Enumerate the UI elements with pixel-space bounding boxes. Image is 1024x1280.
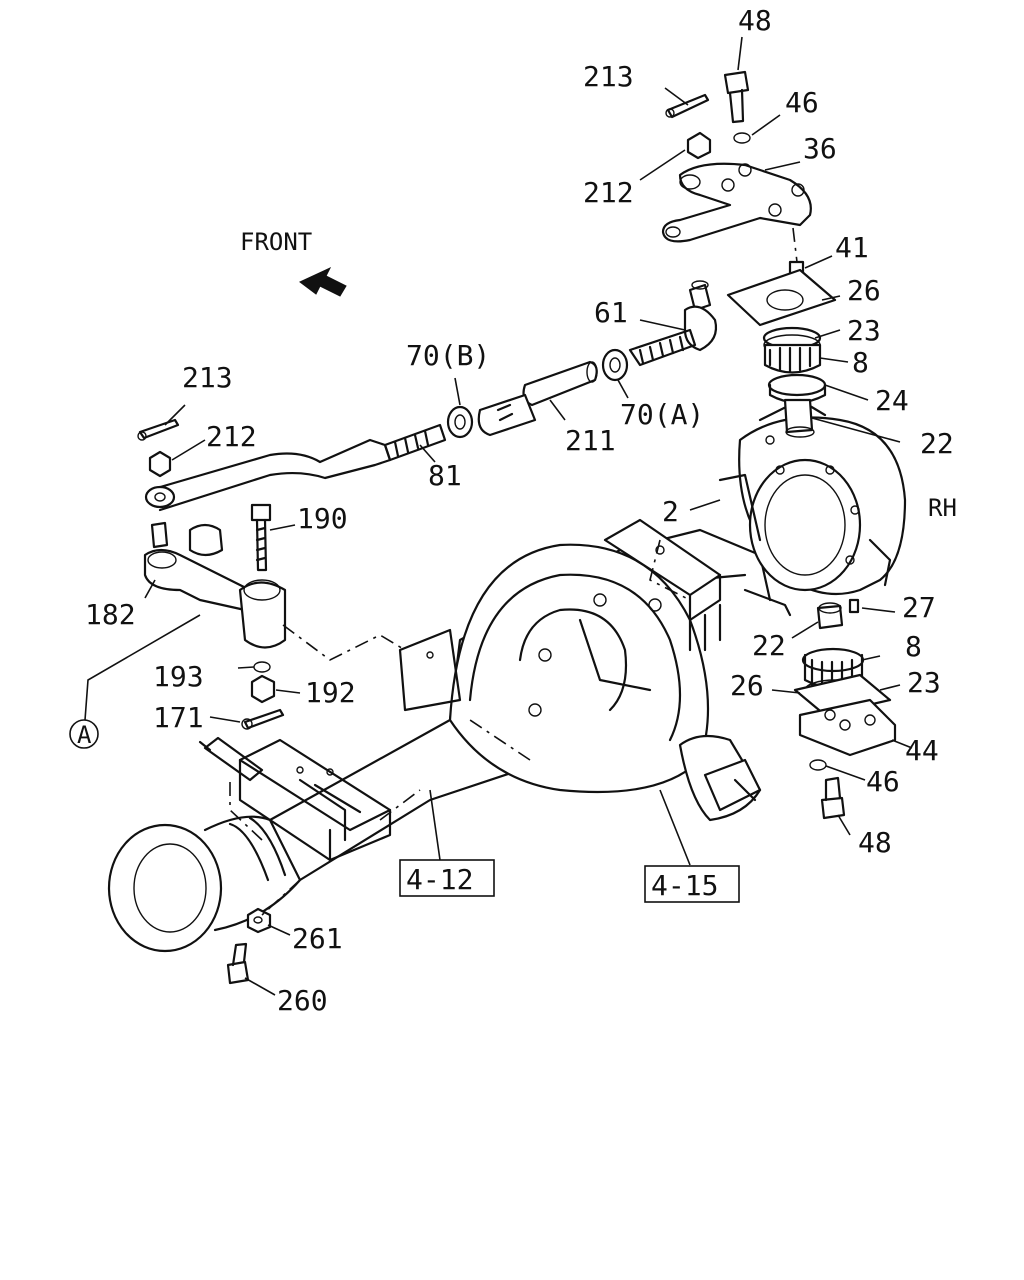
reference-box-4-12[interactable]: 4-12 xyxy=(399,859,495,897)
callout-36: 36 xyxy=(803,132,837,165)
callout-41: 41 xyxy=(835,231,869,264)
front-arrow-icon xyxy=(299,266,347,297)
callout-48-bottom: 48 xyxy=(858,826,892,859)
steering-knuckle xyxy=(718,398,907,596)
callout-46-top: 46 xyxy=(785,86,819,119)
reference-label-4-15: 4-15 xyxy=(651,869,718,902)
callout-212-top: 212 xyxy=(583,176,634,209)
front-label: FRONT xyxy=(240,228,312,256)
reference-label-4-12: 4-12 xyxy=(406,863,473,896)
callout-8-bottom: 8 xyxy=(905,630,922,663)
callout-190: 190 xyxy=(297,502,348,535)
part-number-callouts: 48 213 46 36 212 41 26 61 23 8 24 70(B) … xyxy=(85,4,954,1017)
callout-193: 193 xyxy=(153,660,204,693)
callout-2: 2 xyxy=(662,495,679,528)
callout-a-label: A xyxy=(77,721,92,749)
callout-26-top: 26 xyxy=(847,274,881,307)
callout-48-top: 48 xyxy=(738,4,772,37)
bottom-kingpin-group xyxy=(793,598,897,820)
callout-26-bottom: 26 xyxy=(730,669,764,702)
callout-213-left: 213 xyxy=(182,361,233,394)
callout-23-bottom: 23 xyxy=(907,666,941,699)
callout-260: 260 xyxy=(277,984,328,1017)
callout-61: 61 xyxy=(594,296,628,329)
axle-housing xyxy=(107,518,792,953)
callout-81: 81 xyxy=(428,459,462,492)
leader-lines xyxy=(84,36,913,996)
callout-212-left: 212 xyxy=(206,420,257,453)
callout-24: 24 xyxy=(875,384,909,417)
callout-44: 44 xyxy=(905,734,939,767)
assembly-lines xyxy=(229,227,798,916)
callout-a-marker: A xyxy=(69,719,99,749)
callout-8-top: 8 xyxy=(852,346,869,379)
steering-arm xyxy=(661,162,812,243)
bottom-left-fasteners xyxy=(226,907,272,985)
reference-box-4-15[interactable]: 4-15 xyxy=(644,865,740,903)
callout-23-top: 23 xyxy=(847,314,881,347)
callout-213-top: 213 xyxy=(583,60,634,93)
callout-70b: 70(B) xyxy=(406,339,490,372)
top-fasteners xyxy=(665,70,837,438)
rh-side-label: RH xyxy=(928,494,957,522)
tie-rod-assembly xyxy=(137,280,718,512)
callout-46-bottom: 46 xyxy=(866,765,900,798)
callout-171: 171 xyxy=(153,701,204,734)
callout-70a: 70(A) xyxy=(620,398,704,431)
callout-22-bottom: 22 xyxy=(752,629,786,662)
front-direction-indicator: FRONT xyxy=(240,228,347,297)
callout-261: 261 xyxy=(292,922,343,955)
callout-182: 182 xyxy=(85,598,136,631)
callout-211: 211 xyxy=(565,424,616,457)
callout-22-top: 22 xyxy=(920,427,954,460)
callout-192: 192 xyxy=(305,676,356,709)
idler-arm xyxy=(143,503,287,730)
callout-27: 27 xyxy=(902,591,936,624)
